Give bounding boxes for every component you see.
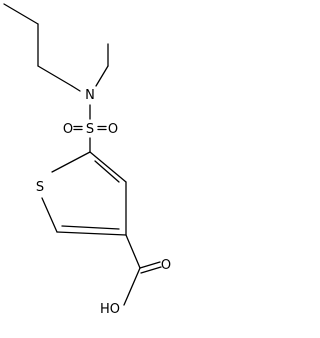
ring-sulfur-label: S [36,180,44,195]
molecule-drawing: N S O O S O HO [3,3,171,317]
bond-butyl-3 [37,65,73,87]
bond-c-oh [123,267,141,306]
structure-diagram: N S O O S O HO [3,3,171,317]
carbonyl-oxygen-label: O [161,258,171,273]
bond-c2-s1 [41,197,58,233]
bond-c3-cooh [125,234,141,269]
atom-labels: N S O O S O HO [36,88,171,317]
bond-c3-c2-inner [61,225,120,230]
bond-c-o-double-a [139,261,161,269]
bond-c5-c4-inner [94,160,120,183]
sulfonyl-oxygen-left-label: O [63,122,73,137]
bond-c5-s1 [51,151,91,173]
sulfonyl-sulfur-label: S [86,122,94,137]
bond-ethyl-n [95,65,109,87]
hydroxyl-label: HO [100,302,120,317]
bond-c5-c4 [89,151,127,183]
bond-c-o-double-b [140,266,162,274]
bond-butyl-1 [3,3,39,25]
bonds [3,3,162,306]
nitrogen-label: N [85,88,95,103]
bond-c3-c2 [56,231,127,236]
sulfonyl-oxygen-right-label: O [108,122,118,137]
bond-butyl-n [71,85,81,92]
